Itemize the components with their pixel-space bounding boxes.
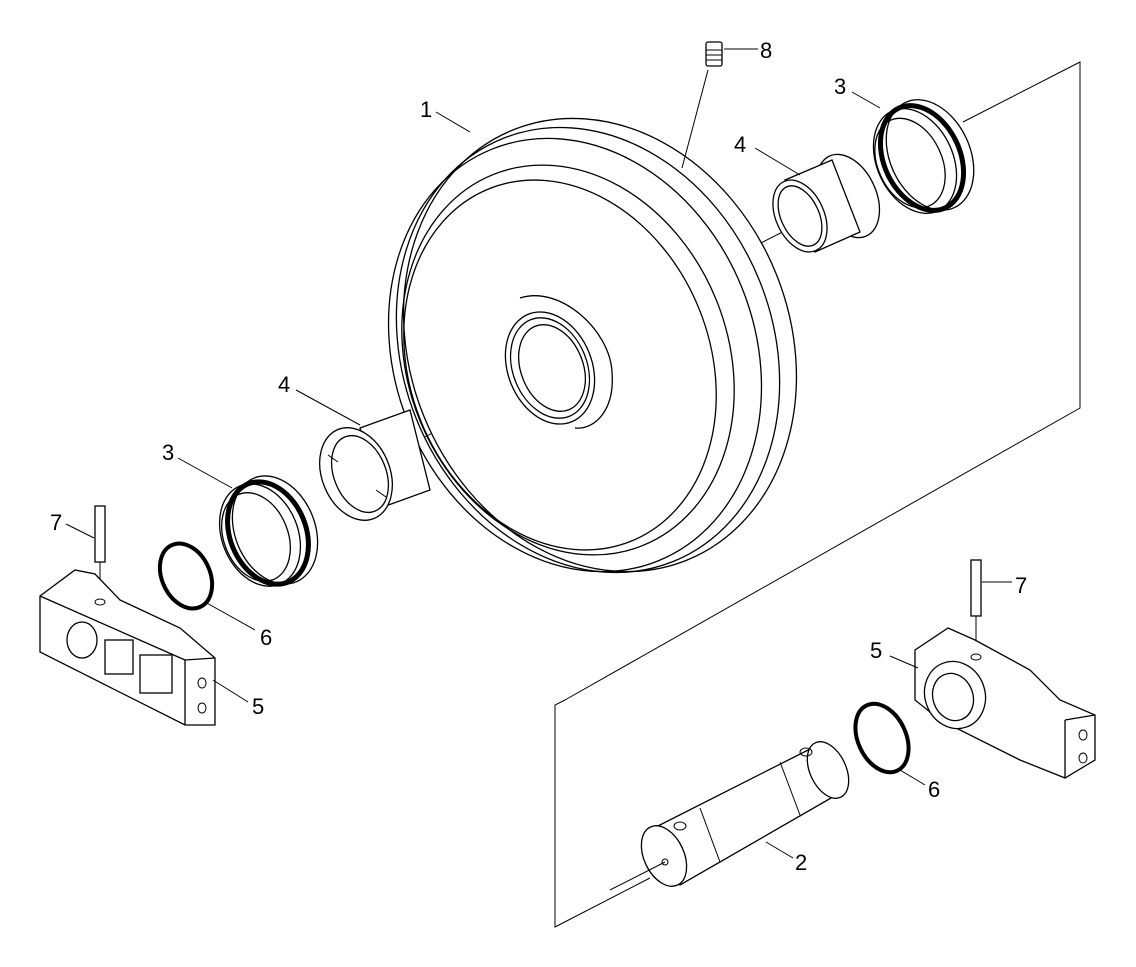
callout-4-right: 4 [734, 132, 746, 157]
bracket-left [39, 569, 216, 726]
oring-right [853, 701, 911, 775]
callout-8: 8 [760, 38, 772, 63]
bushing-left [319, 409, 431, 521]
reference-plane-lower [554, 699, 651, 928]
callout-6-left: 6 [260, 625, 272, 650]
callout-2: 2 [795, 850, 807, 875]
bracket-right [914, 627, 1096, 779]
callout-5-left: 5 [252, 694, 264, 719]
reference-plane-upper [564, 61, 1081, 701]
leader-lines [65, 91, 1012, 859]
shaft [609, 741, 850, 891]
bushing-right [772, 153, 881, 253]
callout-1: 1 [420, 97, 432, 122]
plug [681, 41, 758, 169]
callout-4-left: 4 [278, 372, 290, 397]
callout-7-left: 7 [50, 510, 62, 535]
callout-3-right: 3 [834, 74, 846, 99]
callout-5-right: 5 [870, 638, 882, 663]
seal-right [872, 99, 975, 215]
seal-left [218, 475, 319, 587]
callout-7-right: 7 [1015, 573, 1027, 598]
callout-6-right: 6 [928, 777, 940, 802]
oring-left [157, 541, 215, 611]
callout-3-left: 3 [162, 440, 174, 465]
idler-wheel [387, 117, 798, 574]
